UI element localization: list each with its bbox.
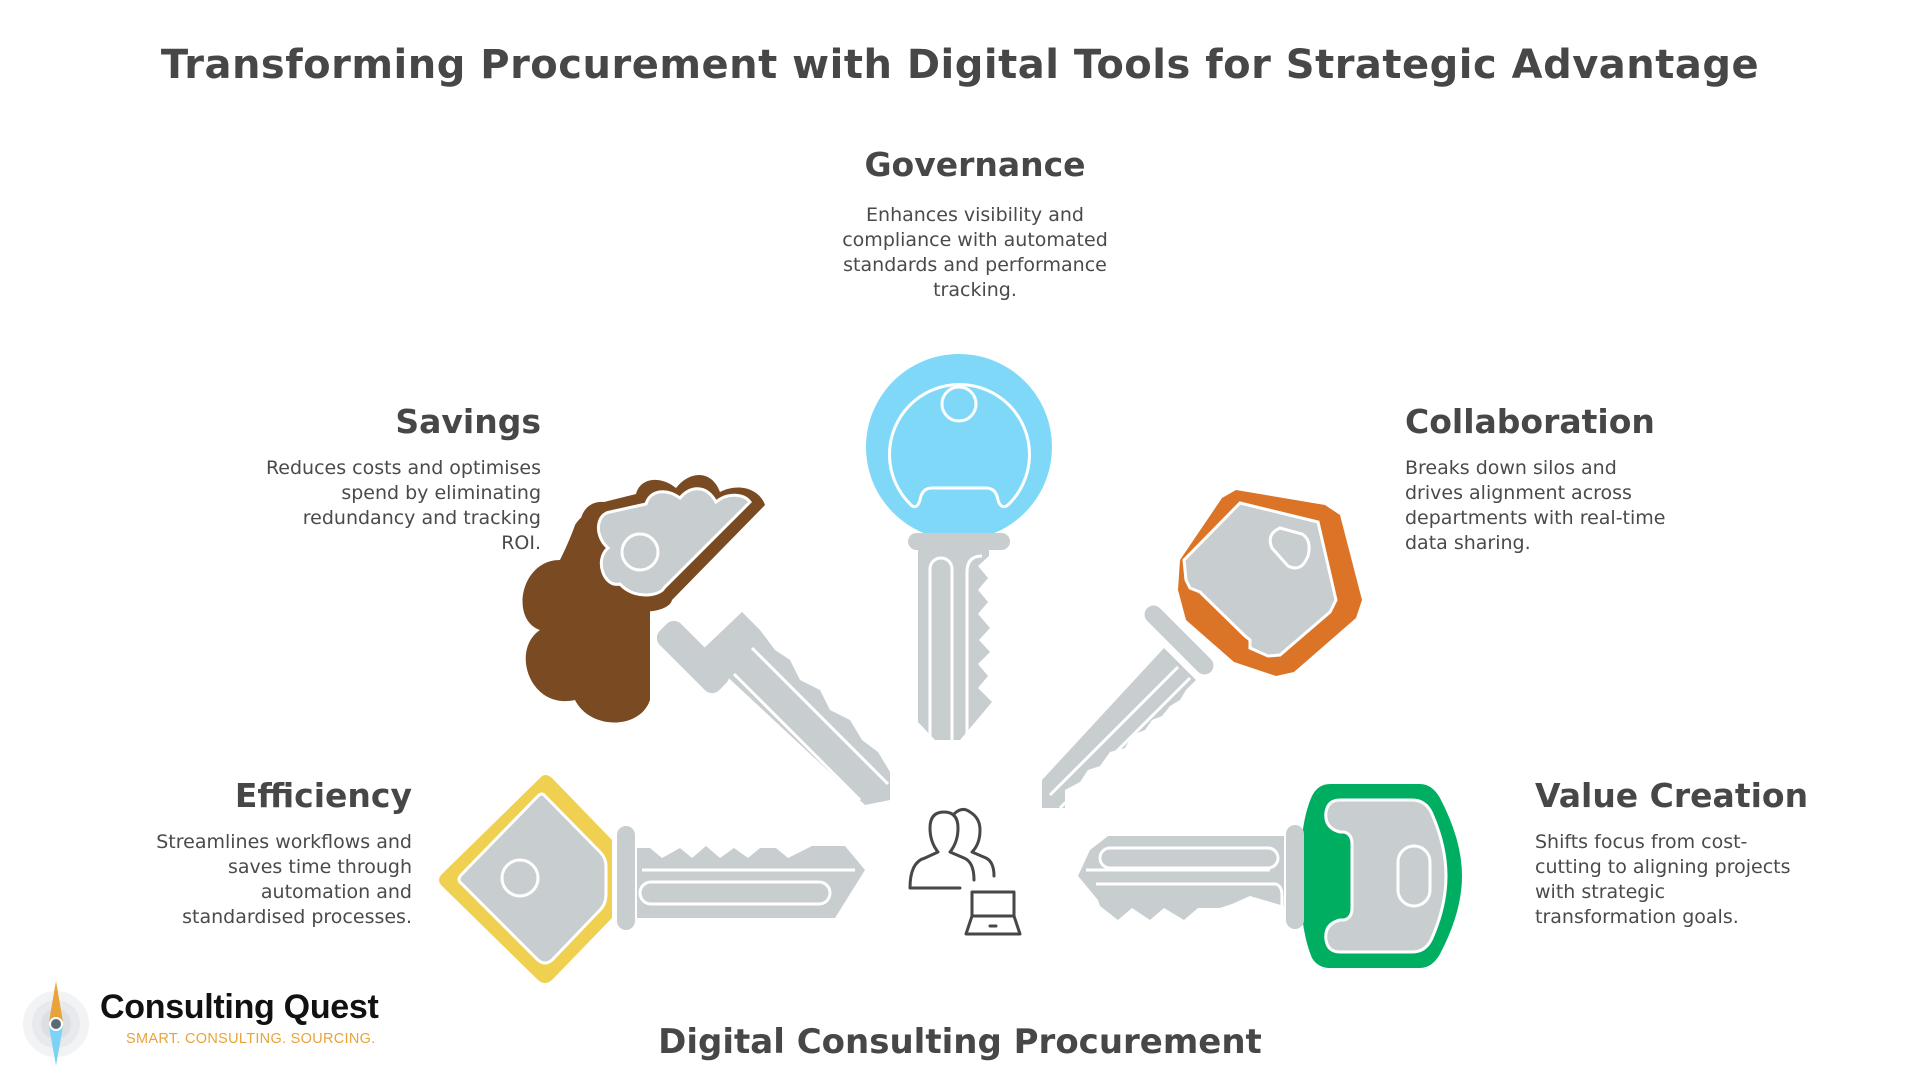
collaboration-description: Breaks down silos and drives alignment a… bbox=[1405, 456, 1745, 556]
desc-line: tracking. bbox=[933, 279, 1017, 301]
desc-line: with strategic bbox=[1535, 881, 1666, 903]
value-creation-title: Value Creation bbox=[1535, 776, 1809, 815]
governance-title: Governance bbox=[864, 145, 1086, 184]
desc-line: Shifts focus from cost- bbox=[1535, 831, 1748, 853]
desc-line: automation and bbox=[260, 881, 412, 903]
desc-line: Reduces costs and optimises bbox=[265, 457, 541, 479]
collaboration-title: Collaboration bbox=[1405, 402, 1655, 441]
logo-tagline: SMART. CONSULTING. SOURCING. bbox=[126, 1031, 376, 1047]
logo-name: Consulting Quest bbox=[100, 988, 379, 1026]
efficiency-block: Efficiency Streamlines workflows and sav… bbox=[100, 776, 412, 930]
desc-line: Breaks down silos and bbox=[1405, 457, 1617, 479]
governance-description: Enhances visibility and compliance with … bbox=[775, 203, 1175, 303]
desc-line: cutting to aligning projects bbox=[1535, 856, 1791, 878]
compass-icon bbox=[23, 981, 89, 1066]
desc-line: transformation goals. bbox=[1535, 906, 1739, 928]
governance-block: Governance Enhances visibility and compl… bbox=[775, 145, 1175, 303]
desc-line: standardised processes. bbox=[182, 906, 412, 928]
consulting-quest-logo: Consulting Quest SMART. CONSULTING. SOUR… bbox=[22, 978, 422, 1073]
value-creation-block: Value Creation Shifts focus from cost- c… bbox=[1535, 776, 1865, 930]
center-label: Digital Consulting Procurement bbox=[658, 1022, 1262, 1062]
governance-key-icon bbox=[866, 354, 1052, 762]
savings-title: Savings bbox=[395, 402, 541, 441]
value-creation-description: Shifts focus from cost- cutting to align… bbox=[1535, 830, 1865, 930]
value-creation-key-icon bbox=[1078, 784, 1462, 968]
collaboration-block: Collaboration Breaks down silos and driv… bbox=[1405, 402, 1745, 556]
desc-line: compliance with automated bbox=[842, 229, 1108, 251]
desc-line: ROI. bbox=[501, 532, 541, 554]
savings-block: Savings Reduces costs and optimises spen… bbox=[200, 402, 541, 556]
desc-line: drives alignment across bbox=[1405, 482, 1632, 504]
savings-description: Reduces costs and optimises spend by eli… bbox=[200, 456, 541, 556]
desc-line: data sharing. bbox=[1405, 532, 1531, 554]
efficiency-description: Streamlines workflows and saves time thr… bbox=[100, 830, 412, 930]
desc-line: standards and performance bbox=[843, 254, 1107, 276]
page-title: Transforming Procurement with Digital To… bbox=[160, 42, 1760, 88]
collaboration-key-icon bbox=[1042, 490, 1362, 810]
desc-line: Streamlines workflows and bbox=[156, 831, 412, 853]
efficiency-title: Efficiency bbox=[234, 776, 412, 815]
desc-line: Enhances visibility and bbox=[866, 204, 1084, 226]
desc-line: redundancy and tracking bbox=[302, 507, 541, 529]
savings-key-body bbox=[579, 474, 890, 805]
team-laptop-icon bbox=[908, 807, 1022, 936]
efficiency-key-icon bbox=[439, 775, 865, 983]
desc-line: saves time through bbox=[227, 856, 412, 878]
desc-line: spend by eliminating bbox=[341, 482, 541, 504]
desc-line: departments with real-time bbox=[1405, 507, 1666, 529]
